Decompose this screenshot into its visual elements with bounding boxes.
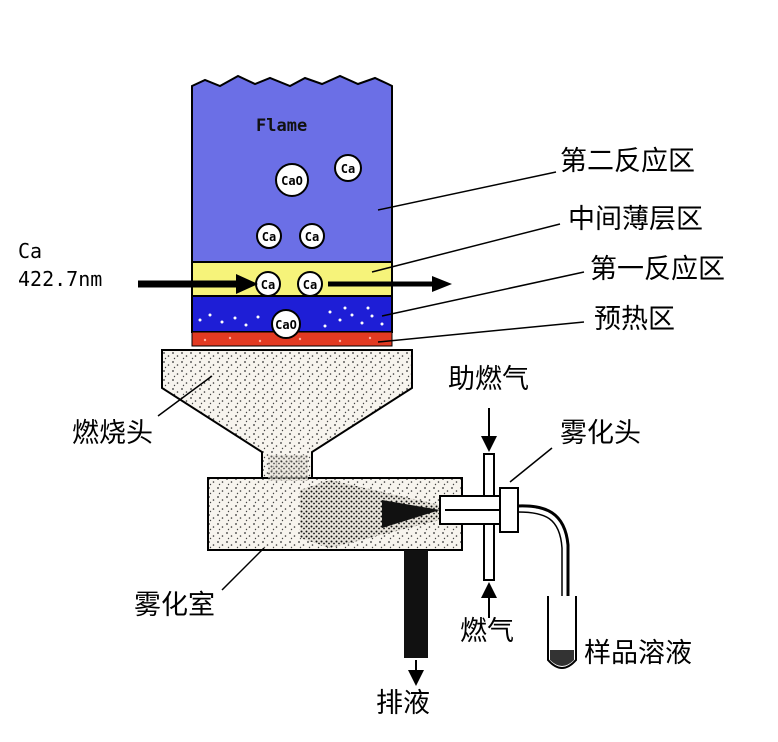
- spray-cone: [300, 480, 440, 548]
- zone-label-intermediate: 中间薄层区: [568, 204, 703, 235]
- fuel-gas-label: 燃气: [460, 616, 514, 647]
- light-source-element: Ca: [18, 239, 43, 263]
- capillary-tube: [517, 504, 570, 660]
- molecule-label: Ca: [261, 278, 275, 292]
- ca-atom: [256, 223, 282, 249]
- ca-atom: [297, 271, 323, 297]
- molecule-label: CaO: [275, 318, 297, 332]
- preheat-particles: [203, 336, 372, 343]
- cao-molecule: [275, 163, 309, 197]
- drain-label: 排液: [376, 688, 430, 719]
- molecule-label: Ca: [262, 230, 276, 244]
- burner-head-label: 燃烧头: [72, 418, 153, 449]
- intermediate-thin-zone: [191, 261, 393, 297]
- light-source-wavelength: 422.7nm: [18, 267, 103, 291]
- zone-label-first-reaction: 第一反应区: [590, 254, 725, 285]
- leader-lines: [157, 171, 585, 591]
- nebulizer: [439, 453, 519, 581]
- sample-solution-label: 样品溶液: [584, 638, 692, 669]
- molecule-label: Ca: [303, 278, 317, 292]
- flame-label: Flame: [256, 116, 308, 136]
- molecule-label: Ca: [305, 230, 319, 244]
- light-beam: [138, 274, 452, 294]
- molecules: [255, 154, 362, 339]
- ca-atom: [334, 154, 362, 182]
- cao-molecule: [271, 309, 301, 339]
- spray-chamber-label: 雾化室: [134, 590, 215, 621]
- molecule-label: Ca: [341, 162, 355, 176]
- zone-label-second-reaction: 第二反应区: [560, 146, 695, 177]
- nebulizer-label: 雾化头: [560, 418, 641, 449]
- first-zone-particles: [198, 306, 384, 328]
- ca-atom: [299, 223, 325, 249]
- sample-test-tube: [547, 596, 577, 669]
- oxidant-label: 助燃气: [448, 364, 529, 395]
- zone-label-preheat: 预热区: [594, 304, 675, 335]
- chamber-neck-spray: [268, 455, 308, 481]
- molecule-label: CaO: [281, 174, 303, 188]
- nozzle-tip: [382, 500, 440, 528]
- drain-pipe: [404, 550, 428, 658]
